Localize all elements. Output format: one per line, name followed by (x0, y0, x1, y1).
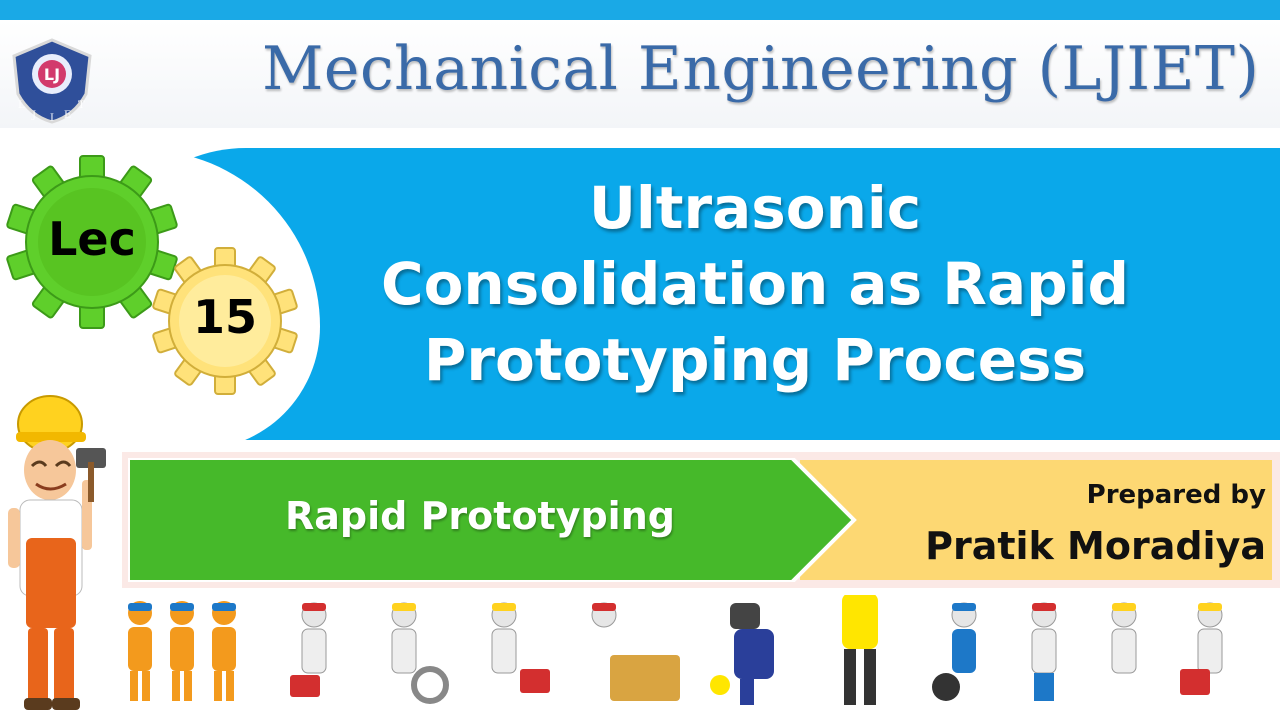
top-accent-bar (0, 0, 1280, 20)
gear-green-icon (6, 155, 178, 329)
subject-label: Rapid Prototyping (285, 494, 675, 538)
prepared-by-label: Prepared by (1086, 480, 1266, 510)
gear-yellow-icon (152, 247, 298, 395)
worker-figures-icon (128, 595, 1223, 705)
worker-mascot-icon (8, 395, 106, 710)
svg-text:LJ: LJ (44, 65, 60, 84)
svg-text:E: E (64, 110, 71, 121)
svg-text:I: I (50, 113, 54, 124)
lecture-title-line-2: Consolidation as Rapid (381, 250, 1129, 318)
author-name: Pratik Moradiya (925, 524, 1266, 568)
college-logo-icon: LJ L J I E T (12, 38, 92, 124)
svg-text:T: T (78, 100, 85, 111)
lecture-title-line-1: Ultrasonic (588, 174, 922, 242)
subject-arrow (128, 458, 857, 582)
lecture-title: Ultrasonic Consolidation as Rapid Protot… (330, 170, 1180, 398)
lecture-badge-label: Lec (48, 212, 136, 266)
lecture-title-line-3: Prototyping Process (423, 326, 1087, 394)
svg-text:J: J (31, 110, 36, 121)
header-band (0, 20, 1280, 128)
site-title: Mechanical Engineering (LJIET) (262, 34, 1260, 104)
lecture-number: 15 (192, 290, 257, 344)
author-box (800, 460, 1272, 580)
svg-text:L: L (18, 100, 25, 111)
